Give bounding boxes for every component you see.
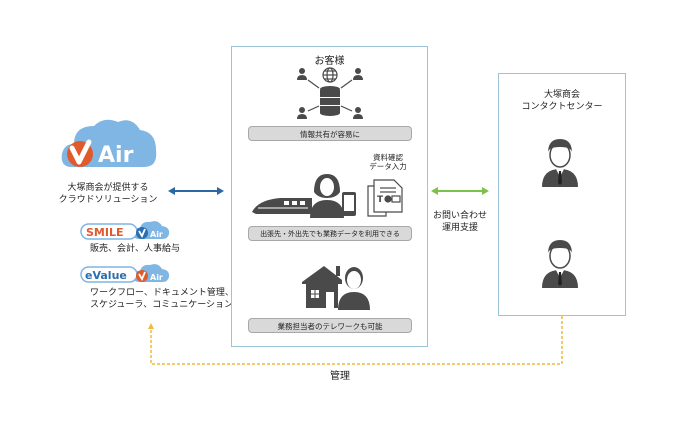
customer-title: お客様 [314,56,345,67]
bidirectional-arrow-green [431,187,489,195]
doc-label-line1: 資料確認 [373,153,403,162]
svg-text:Air: Air [98,143,134,168]
mobile-work-illustration: T [252,174,403,218]
bidirectional-arrow-blue [168,187,224,195]
person-icon [299,68,305,74]
arrowhead-icon [148,323,154,329]
person-icon [299,107,305,113]
operator-icon [542,139,578,187]
provider-line1: 大塚商会が提供する [67,183,149,193]
telework-illustration [302,266,370,310]
woman-icon [310,174,344,218]
provider-line2: クラウドソリューション [58,195,158,205]
database-icon [320,86,340,116]
svg-text:Air: Air [150,230,163,239]
data-sharing-network-icon [297,67,363,119]
feature-mobile-access: 出張先・外出先でも業務データを利用できる [248,226,412,241]
contact-center-line2: コンタクトセンター [521,102,603,112]
operator-icon [542,240,578,288]
smile-v-air-logo: SMILE Air [80,221,170,240]
feature-info-sharing: 情報共有が容易に [248,126,412,141]
tablet-icon [342,192,356,216]
doc-label-line2: データ入力 [369,162,407,171]
evalue-description-line1: ワークフロー、ドキュメント管理、 [90,288,234,298]
svg-text:Air: Air [150,273,163,282]
document-icon: T [367,179,403,217]
v-air-cloud-logo: Air [61,119,157,168]
house-icon [302,266,342,308]
svg-text:SMILE: SMILE [86,226,124,239]
svg-text:eValue: eValue [85,269,127,282]
contact-center-line1: 大塚商会 [543,90,580,100]
operation-support-label: 運用支援 [441,223,478,233]
feature-telework: 業務担当者のテレワークも可能 [248,318,412,333]
person-icon [355,107,361,113]
person-icon [355,68,361,74]
management-label: 管理 [330,371,350,382]
check-mark-icon [69,139,92,165]
globe-icon [322,67,338,83]
man-icon [338,267,370,310]
train-icon [252,198,312,214]
evalue-v-air-logo: eValue Air [80,264,170,283]
inquiry-label: お問い合わせ [432,211,487,221]
evalue-description-line2: スケジューラ、コミュニケーション [90,300,234,310]
smile-description: 販売、会計、人事給与 [90,244,181,254]
management-dashed-connector [148,316,563,365]
svg-text:T: T [377,195,384,205]
